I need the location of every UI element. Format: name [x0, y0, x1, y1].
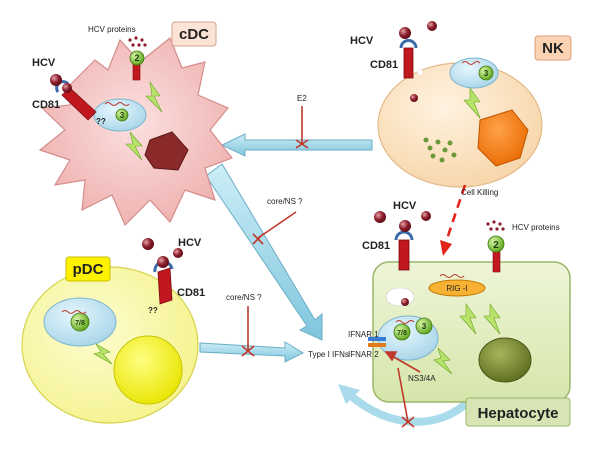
arrow-pdc-to-ifns	[199, 341, 305, 363]
ifnar2-receptor	[368, 343, 386, 347]
cdc-cell	[38, 37, 233, 227]
pdc-cell	[21, 266, 199, 424]
hep-nucleus	[478, 337, 532, 383]
tlr2-cdc-badge: 2	[129, 50, 145, 66]
arrow-nk-to-cdc	[220, 133, 373, 157]
svg-text:7/8: 7/8	[75, 320, 85, 327]
nk-cell	[377, 57, 543, 188]
tlr2-hep-badge: 2	[487, 235, 505, 253]
hcv-proteins-label-hep: HCV proteins	[512, 223, 560, 232]
tlr3-nk-badge: 3	[478, 65, 494, 81]
cd81-label-hep: CD81	[362, 240, 390, 252]
hcv-label-pdc: HCV	[178, 237, 202, 249]
hcv-label-hep: HCV	[393, 200, 417, 212]
svg-text:2: 2	[493, 240, 499, 251]
nk-label-box: NK	[534, 35, 572, 61]
cell-killing-label: Cell Killing	[461, 188, 498, 197]
hep-cd81-receptor	[394, 230, 414, 271]
inhibit-ns34a	[384, 351, 421, 428]
ns34a-label: NS3/4A	[408, 374, 436, 383]
tlr3-cdc-badge: 3	[115, 108, 129, 122]
nk-cd81-receptor	[399, 39, 418, 79]
arrow-cdc-to-ifns	[205, 163, 323, 341]
type-ifns-label: Type I IFNs	[308, 350, 349, 359]
arrow-hep-feedback	[338, 384, 474, 426]
hcv-proteins-label-cdc: HCV proteins	[88, 25, 136, 34]
cdc-nucleus	[144, 131, 189, 171]
rna-squiggles	[61, 61, 481, 324]
hepatocyte-label: Hepatocyte	[478, 405, 559, 422]
svg-text:7/8: 7/8	[397, 330, 407, 337]
e2-label: E2	[297, 94, 307, 103]
svg-text:3: 3	[484, 69, 489, 78]
pdc-nucleus	[113, 335, 183, 405]
tlr78-hep-badge: 7/8	[393, 323, 411, 341]
svg-text:3: 3	[422, 322, 427, 331]
virus-particles	[50, 21, 437, 268]
cdc-label: cDC	[179, 26, 209, 43]
hepatocyte-label-box: Hepatocyte	[465, 397, 571, 427]
unknown-mark-cdc: ??	[96, 117, 106, 126]
rig-i-label: RIG -I	[446, 284, 467, 293]
cd81-label-pdc: CD81	[177, 287, 205, 299]
pdc-label-box: pDC	[65, 256, 111, 282]
rig-i-protein	[428, 279, 486, 297]
core-ns-label-pdc: core/NS ?	[226, 293, 262, 302]
nk-nucleus	[477, 109, 529, 167]
ifnar1-receptor	[368, 337, 386, 341]
cd81-label-cdc: CD81	[32, 99, 60, 111]
inhibit-e2	[295, 106, 309, 149]
tlr3-hep-badge: 3	[415, 317, 433, 335]
svg-text:3: 3	[120, 111, 125, 120]
nk-label: NK	[542, 40, 564, 57]
nk-granules	[423, 137, 457, 163]
core-ns-label-cdc: core/NS ?	[267, 197, 303, 206]
nk-endosome	[449, 57, 499, 89]
nk-internal-virus	[410, 94, 418, 102]
cdc-label-box: cDC	[171, 21, 217, 47]
inhibit-core-ns-cdc	[252, 211, 297, 245]
hcv-label-cdc: HCV	[32, 57, 56, 69]
tlr78-pdc-badge: 7/8	[70, 312, 90, 332]
pdc-label: pDC	[73, 261, 104, 278]
unknown-mark-pdc: ??	[148, 306, 158, 315]
ifnar1-label: IFNAR 1	[348, 330, 379, 339]
hcv-protein-dots	[128, 36, 505, 231]
inhibit-core-ns-pdc	[241, 306, 255, 357]
svg-text:2: 2	[134, 53, 139, 63]
cell-killing-arrow	[440, 184, 467, 256]
signal-bolts	[93, 81, 501, 375]
hepatocyte-cell	[368, 261, 571, 403]
ifnar2-label: IFNAR 2	[348, 350, 379, 359]
cd81-label-nk: CD81	[370, 59, 398, 71]
hcv-label-nk: HCV	[350, 35, 374, 47]
